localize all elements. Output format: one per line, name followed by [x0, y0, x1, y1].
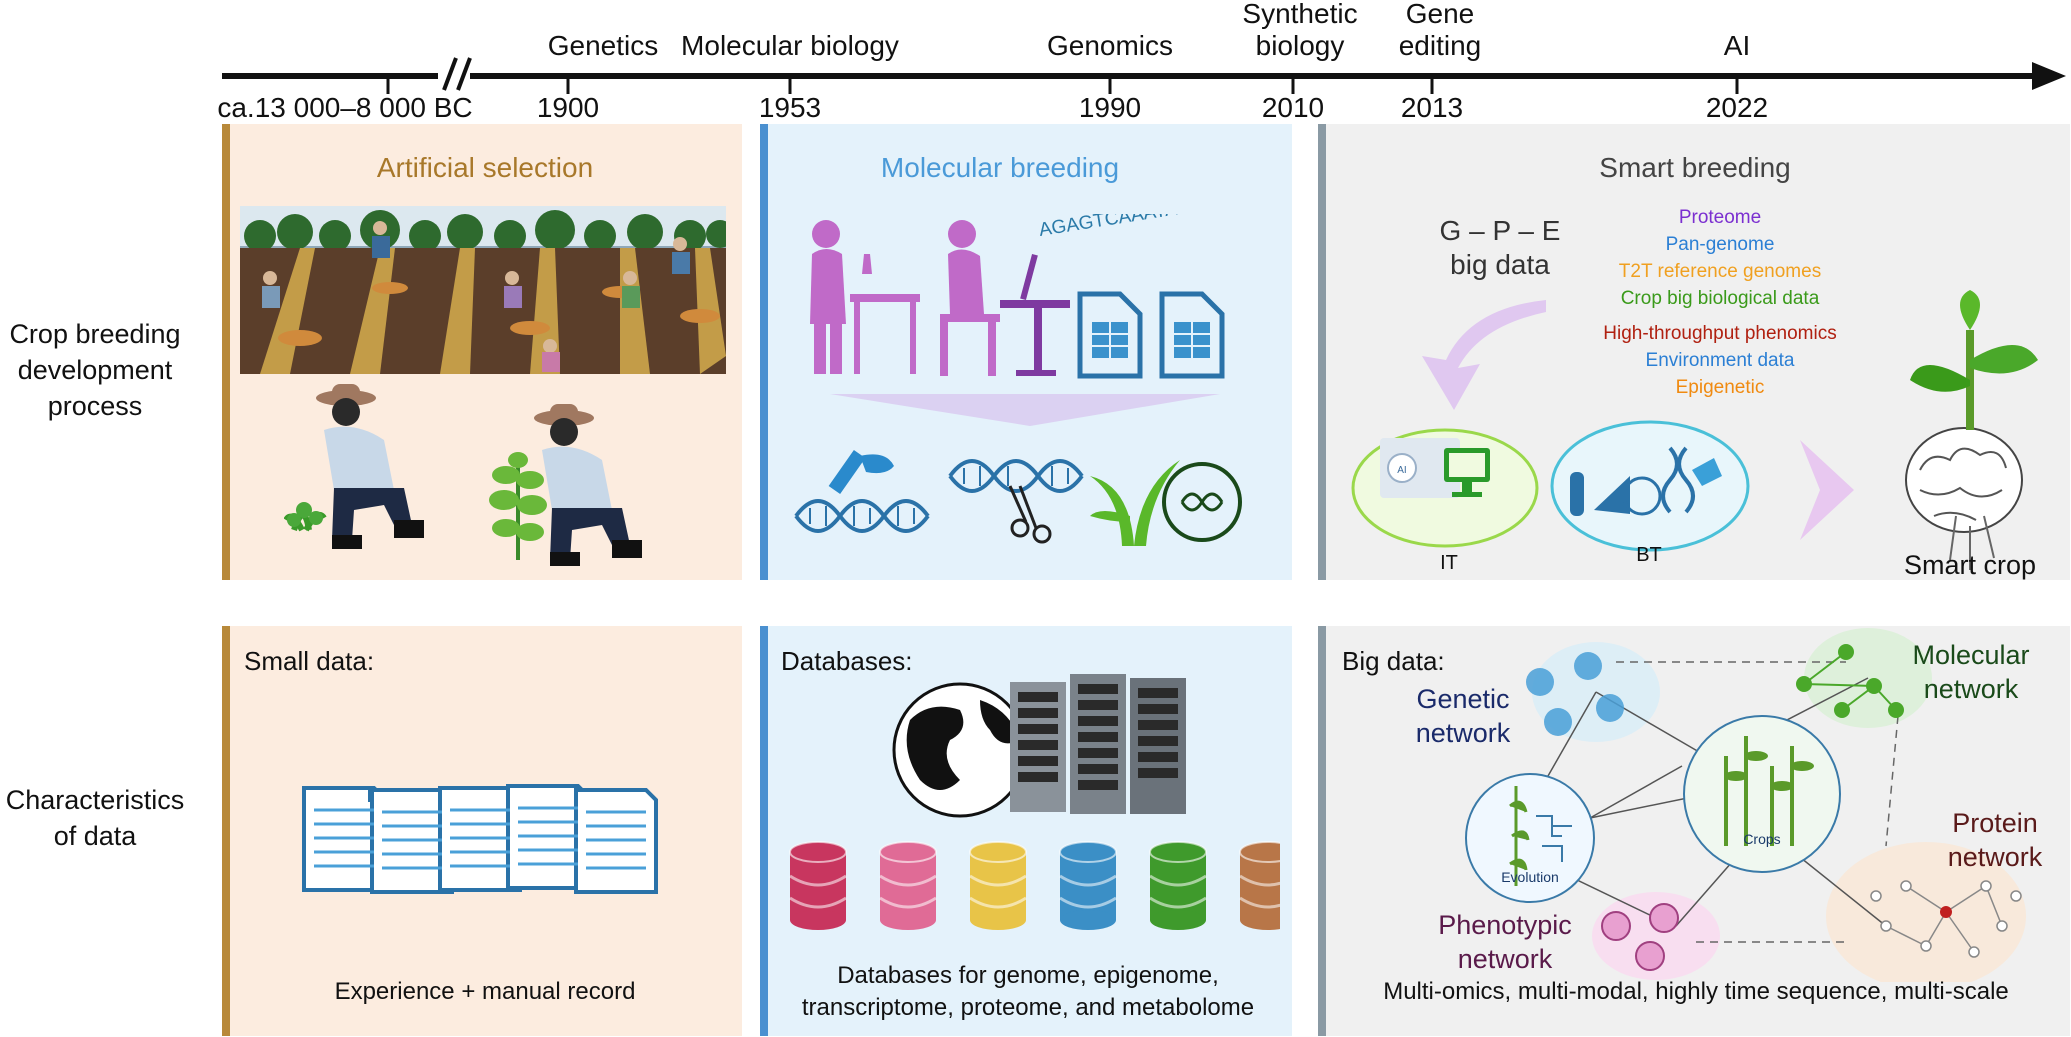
- molecular-line1: Molecular: [1912, 640, 2030, 670]
- era-molecular-biology: Molecular biology: [681, 30, 899, 61]
- big-data-crop-biological: Crop big biological data: [1620, 288, 1820, 309]
- database-cylinders: [789, 841, 1280, 930]
- database-icon-2: [879, 841, 937, 930]
- heading-big-data: Big data:: [1342, 646, 1445, 676]
- smart-crop-label: Smart crop: [1903, 550, 2037, 580]
- row-label-data: Characteristics of data: [0, 782, 190, 854]
- title-artificial-selection: Artificial selection: [376, 152, 594, 183]
- row-data-line1: Characteristics: [5, 785, 185, 815]
- label-phenotypic-network: Phenotypic network: [1420, 908, 1590, 976]
- phenotypic-line1: Phenotypic: [1438, 910, 1572, 940]
- year-1990: 1990: [1078, 92, 1142, 123]
- paper-records-icon: [302, 784, 658, 894]
- era-synthetic-line1: Synthetic: [1242, 0, 1358, 29]
- timeline-start-label: ca.13 000–8 000 BC: [217, 92, 473, 123]
- dna-tools-illustration: [794, 449, 1242, 546]
- bt-ellipse: [1550, 420, 1750, 552]
- year-1900: 1900: [536, 92, 600, 123]
- year-2022: 2022: [1705, 92, 1769, 123]
- timeline-axis: [222, 57, 2066, 94]
- caption-databases: Databases for genome, epigenome, transcr…: [768, 960, 1288, 1024]
- field-illustration: [240, 206, 726, 374]
- database-icon-3: [969, 841, 1027, 930]
- farmer-figure-2: [489, 404, 642, 566]
- era-gene-editing: Gene editing: [1370, 0, 1510, 62]
- it-label: IT: [1440, 552, 1458, 574]
- big-data-list: Proteome Pan-genome T2T reference genome…: [1560, 204, 1880, 401]
- era-gene-editing-line1: Gene: [1405, 0, 1475, 29]
- big-data-t2t: T2T reference genomes: [1618, 261, 1822, 282]
- protein-line1: Protein: [1952, 808, 2038, 838]
- caption-databases-line1: Databases for genome, epigenome,: [837, 962, 1219, 989]
- year-2010: 2010: [1261, 92, 1325, 123]
- big-data-epigenetic: Epigenetic: [1675, 377, 1765, 398]
- phenotypic-line2: network: [1457, 944, 1553, 974]
- era-ai: AI: [1723, 30, 1751, 61]
- big-data-network: Evolution Crops: [1465, 628, 2026, 982]
- database-icon-1: [789, 841, 847, 930]
- genetic-line1: Genetic: [1416, 684, 1510, 714]
- row-process-line1: Crop breeding: [9, 319, 181, 349]
- big-data-proteome: Proteome: [1678, 207, 1762, 228]
- caption-big-data: Multi-omics, multi-modal, highly time se…: [1383, 978, 2009, 1005]
- big-data-phenomics: High-throughput phenomics: [1603, 323, 1837, 344]
- title-smart-breeding: Smart breeding: [1599, 152, 1791, 183]
- caption-databases-line2: transcriptome, proteome, and metabolome: [801, 994, 1255, 1021]
- bt-label: BT: [1636, 544, 1662, 566]
- era-synthetic-biology: Synthetic biology: [1220, 0, 1380, 62]
- database-icon-5: [1149, 841, 1207, 930]
- smart-crop-brain: [1905, 290, 2038, 570]
- era-genomics: Genomics: [1046, 30, 1174, 61]
- caption-small-data: Experience + manual record: [334, 978, 636, 1005]
- gpe-line1: G – P – E: [1439, 215, 1561, 246]
- ai-chip-label: AI: [1397, 465, 1406, 476]
- protein-line2: network: [1947, 842, 2043, 872]
- lab-scientists-illustration: AGAGTCAAATATCATGCGCAT: [810, 214, 1260, 426]
- gpe-big-data-label: G – P – E big data: [1420, 214, 1580, 282]
- era-genetics: Genetics: [547, 30, 659, 61]
- smart-breeding-diagram: AI: [1351, 290, 2038, 570]
- database-icon-6: [1239, 841, 1280, 930]
- year-2013: 2013: [1400, 92, 1464, 123]
- label-protein-network: Protein network: [1930, 806, 2060, 874]
- crops-label: Crops: [1743, 831, 1780, 847]
- big-data-environment: Environment data: [1645, 350, 1795, 371]
- molecular-line2: network: [1923, 674, 2019, 704]
- row-data-line2: of data: [53, 821, 137, 851]
- title-molecular-breeding: Molecular breeding: [880, 152, 1120, 183]
- year-1953: 1953: [758, 92, 822, 123]
- label-genetic-network: Genetic network: [1388, 682, 1538, 750]
- row-process-line3: process: [47, 391, 143, 421]
- farmer-figure-1: [284, 384, 424, 549]
- gpe-line2: big data: [1450, 249, 1550, 280]
- era-synthetic-line2: biology: [1255, 30, 1345, 61]
- database-icon-4: [1059, 841, 1117, 930]
- servers-globe-icon: [892, 674, 1186, 818]
- evolution-label: Evolution: [1501, 869, 1559, 885]
- genetic-line2: network: [1415, 718, 1511, 748]
- row-label-process: Crop breeding development process: [0, 316, 190, 424]
- big-data-pan-genome: Pan-genome: [1665, 234, 1775, 255]
- label-molecular-network: Molecular network: [1886, 638, 2056, 706]
- row-process-line2: development: [17, 355, 173, 385]
- heading-small-data: Small data:: [244, 646, 375, 676]
- era-gene-editing-line2: editing: [1398, 30, 1482, 61]
- dna-sequence-text: AGAGTCAAATATCATGCGCAT: [1037, 214, 1260, 241]
- heading-databases: Databases:: [781, 646, 913, 676]
